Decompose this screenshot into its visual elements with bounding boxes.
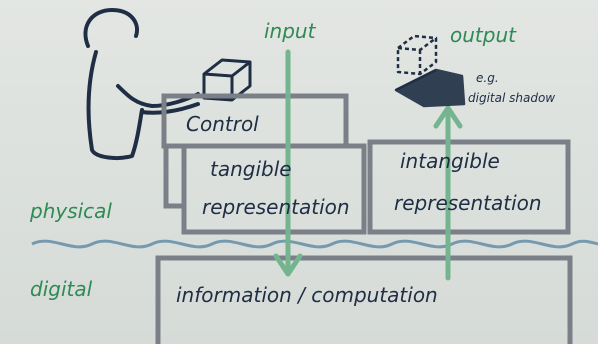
tangible-label-line1: tangible [210,157,292,181]
digital-label: digital [30,277,93,301]
input-arrow [273,49,303,277]
output-label: output [450,23,517,47]
tangible-label-line2: representation [202,195,350,219]
intangible-label-line2: representation [394,191,542,215]
physical-digital-divider [31,239,598,249]
tangible-box [181,143,367,235]
person-body [86,50,144,160]
person-figure [83,8,200,160]
information-box [155,255,573,344]
example-label-line1: e.g. [476,71,499,85]
physical-label: physical [29,199,112,223]
information-label: information / computation [176,283,438,307]
intangible-box [367,139,571,235]
control-side [163,146,184,209]
example-label-line2: digital shadow [468,91,555,105]
control-label: Control [186,112,259,136]
person-lower-arm [140,102,200,115]
person-head [83,8,139,48]
input-label: input [264,19,317,43]
digital-shadow-icon [394,34,466,108]
intangible-label-line1: intangible [400,149,500,173]
person-arm [116,84,200,108]
output-arrow [433,105,463,281]
